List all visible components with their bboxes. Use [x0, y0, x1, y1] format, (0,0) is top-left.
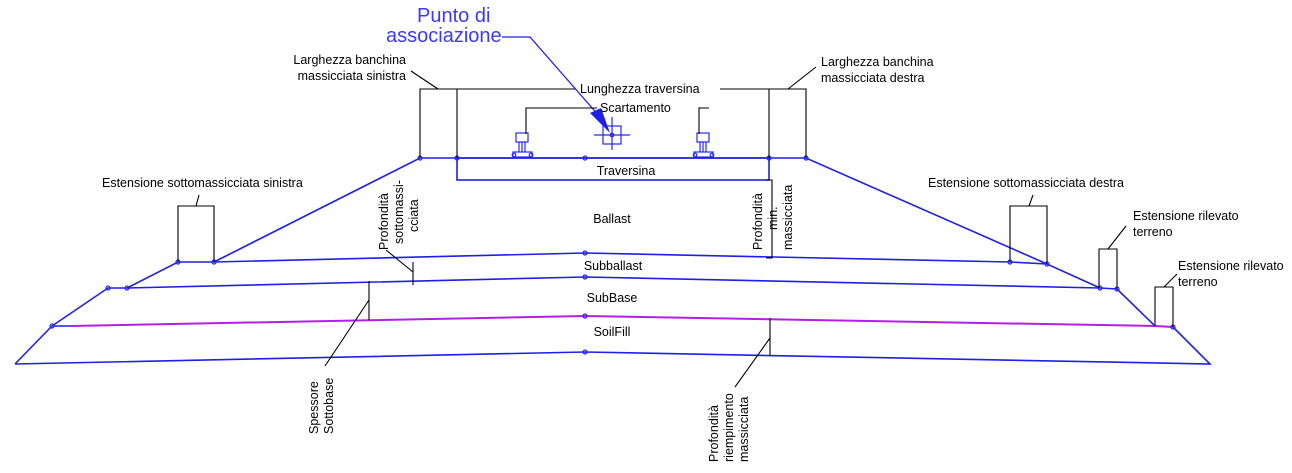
svg-text:Profondità: Profondità [751, 193, 765, 250]
label-subballast: Subballast [584, 259, 643, 273]
dim-est-sotto-destra [1009, 194, 1048, 264]
label-ballast: Ballast [593, 212, 631, 226]
label-lunghezza-traversina: Lunghezza traversina [580, 82, 700, 96]
dim-rilevato-1 [1098, 225, 1127, 289]
label-prof-sottomassicciata: Profondità sottomassi- cciata [377, 180, 421, 250]
soilfill-bottom-line [14, 325, 1212, 365]
svg-text:Profondità: Profondità [377, 193, 391, 250]
rail-left-icon [511, 132, 534, 158]
callout-label-line1: Punto di [417, 5, 490, 27]
dim-prof-min-massicciata [766, 179, 773, 259]
subbase-bottom-line [52, 314, 1174, 328]
svg-text:Profondità: Profondità [707, 405, 721, 462]
label-banchina-sx-1: Larghezza banchina [293, 53, 406, 67]
label-est-sotto-sx: Estensione sottomassicciata sinistra [102, 176, 303, 190]
label-subbase: SubBase [587, 291, 638, 305]
label-riempimento: Profondità riempimento massicciata [707, 393, 751, 462]
dim-est-sotto-sinistra [177, 194, 215, 262]
label-rilevato-2b: terreno [1178, 275, 1218, 289]
svg-text:Sottobase: Sottobase [322, 378, 336, 434]
label-scartamento: Scartamento [600, 101, 671, 115]
label-spessore-sottobase: Spessore Sottobase [307, 378, 336, 434]
dim-riempimento [734, 318, 771, 388]
label-rilevato-2a: Estensione rilevato [1178, 259, 1284, 273]
rail-right-icon [692, 132, 715, 158]
svg-text:sottomassi-: sottomassi- [392, 180, 406, 244]
label-banchina-dx-1: Larghezza banchina [821, 55, 934, 69]
label-est-sotto-dx: Estensione sottomassicciata destra [928, 176, 1124, 190]
dim-banchina-sinistra [410, 70, 457, 158]
label-soilfill: SoilFill [594, 325, 631, 339]
svg-text:min.: min. [766, 206, 780, 230]
dim-spessore-sottobase [324, 281, 370, 367]
dim-prof-sottomassicciata [385, 249, 414, 285]
label-rilevato-1a: Estensione rilevato [1133, 209, 1239, 223]
dim-banchina-destra [769, 66, 817, 158]
attachment-point-icon[interactable] [594, 117, 630, 150]
label-banchina-sx-2: massicciata sinistra [298, 69, 406, 83]
label-banchina-dx-2: massicciata destra [821, 71, 925, 85]
label-prof-min-massicciata: Profondità min. massicciata [751, 185, 795, 250]
callout-leader [502, 36, 610, 133]
label-traversina: Traversina [597, 164, 656, 178]
vertex-points [49, 155, 1176, 355]
label-rilevato-1b: terreno [1133, 225, 1173, 239]
callout-arrowhead [590, 108, 610, 133]
svg-text:cciata: cciata [407, 199, 421, 232]
svg-text:riempimento: riempimento [722, 393, 736, 462]
callout-label-line2: associazione [386, 25, 502, 47]
dim-scartamento [525, 107, 709, 134]
dim-rilevato-2 [1154, 273, 1178, 327]
svg-text:massicciata: massicciata [781, 185, 795, 250]
dim-lunghezza-traversina [456, 88, 770, 158]
svg-text:Spessore: Spessore [307, 381, 321, 434]
traversina-rect [456, 157, 770, 181]
svg-text:massicciata: massicciata [737, 397, 751, 462]
